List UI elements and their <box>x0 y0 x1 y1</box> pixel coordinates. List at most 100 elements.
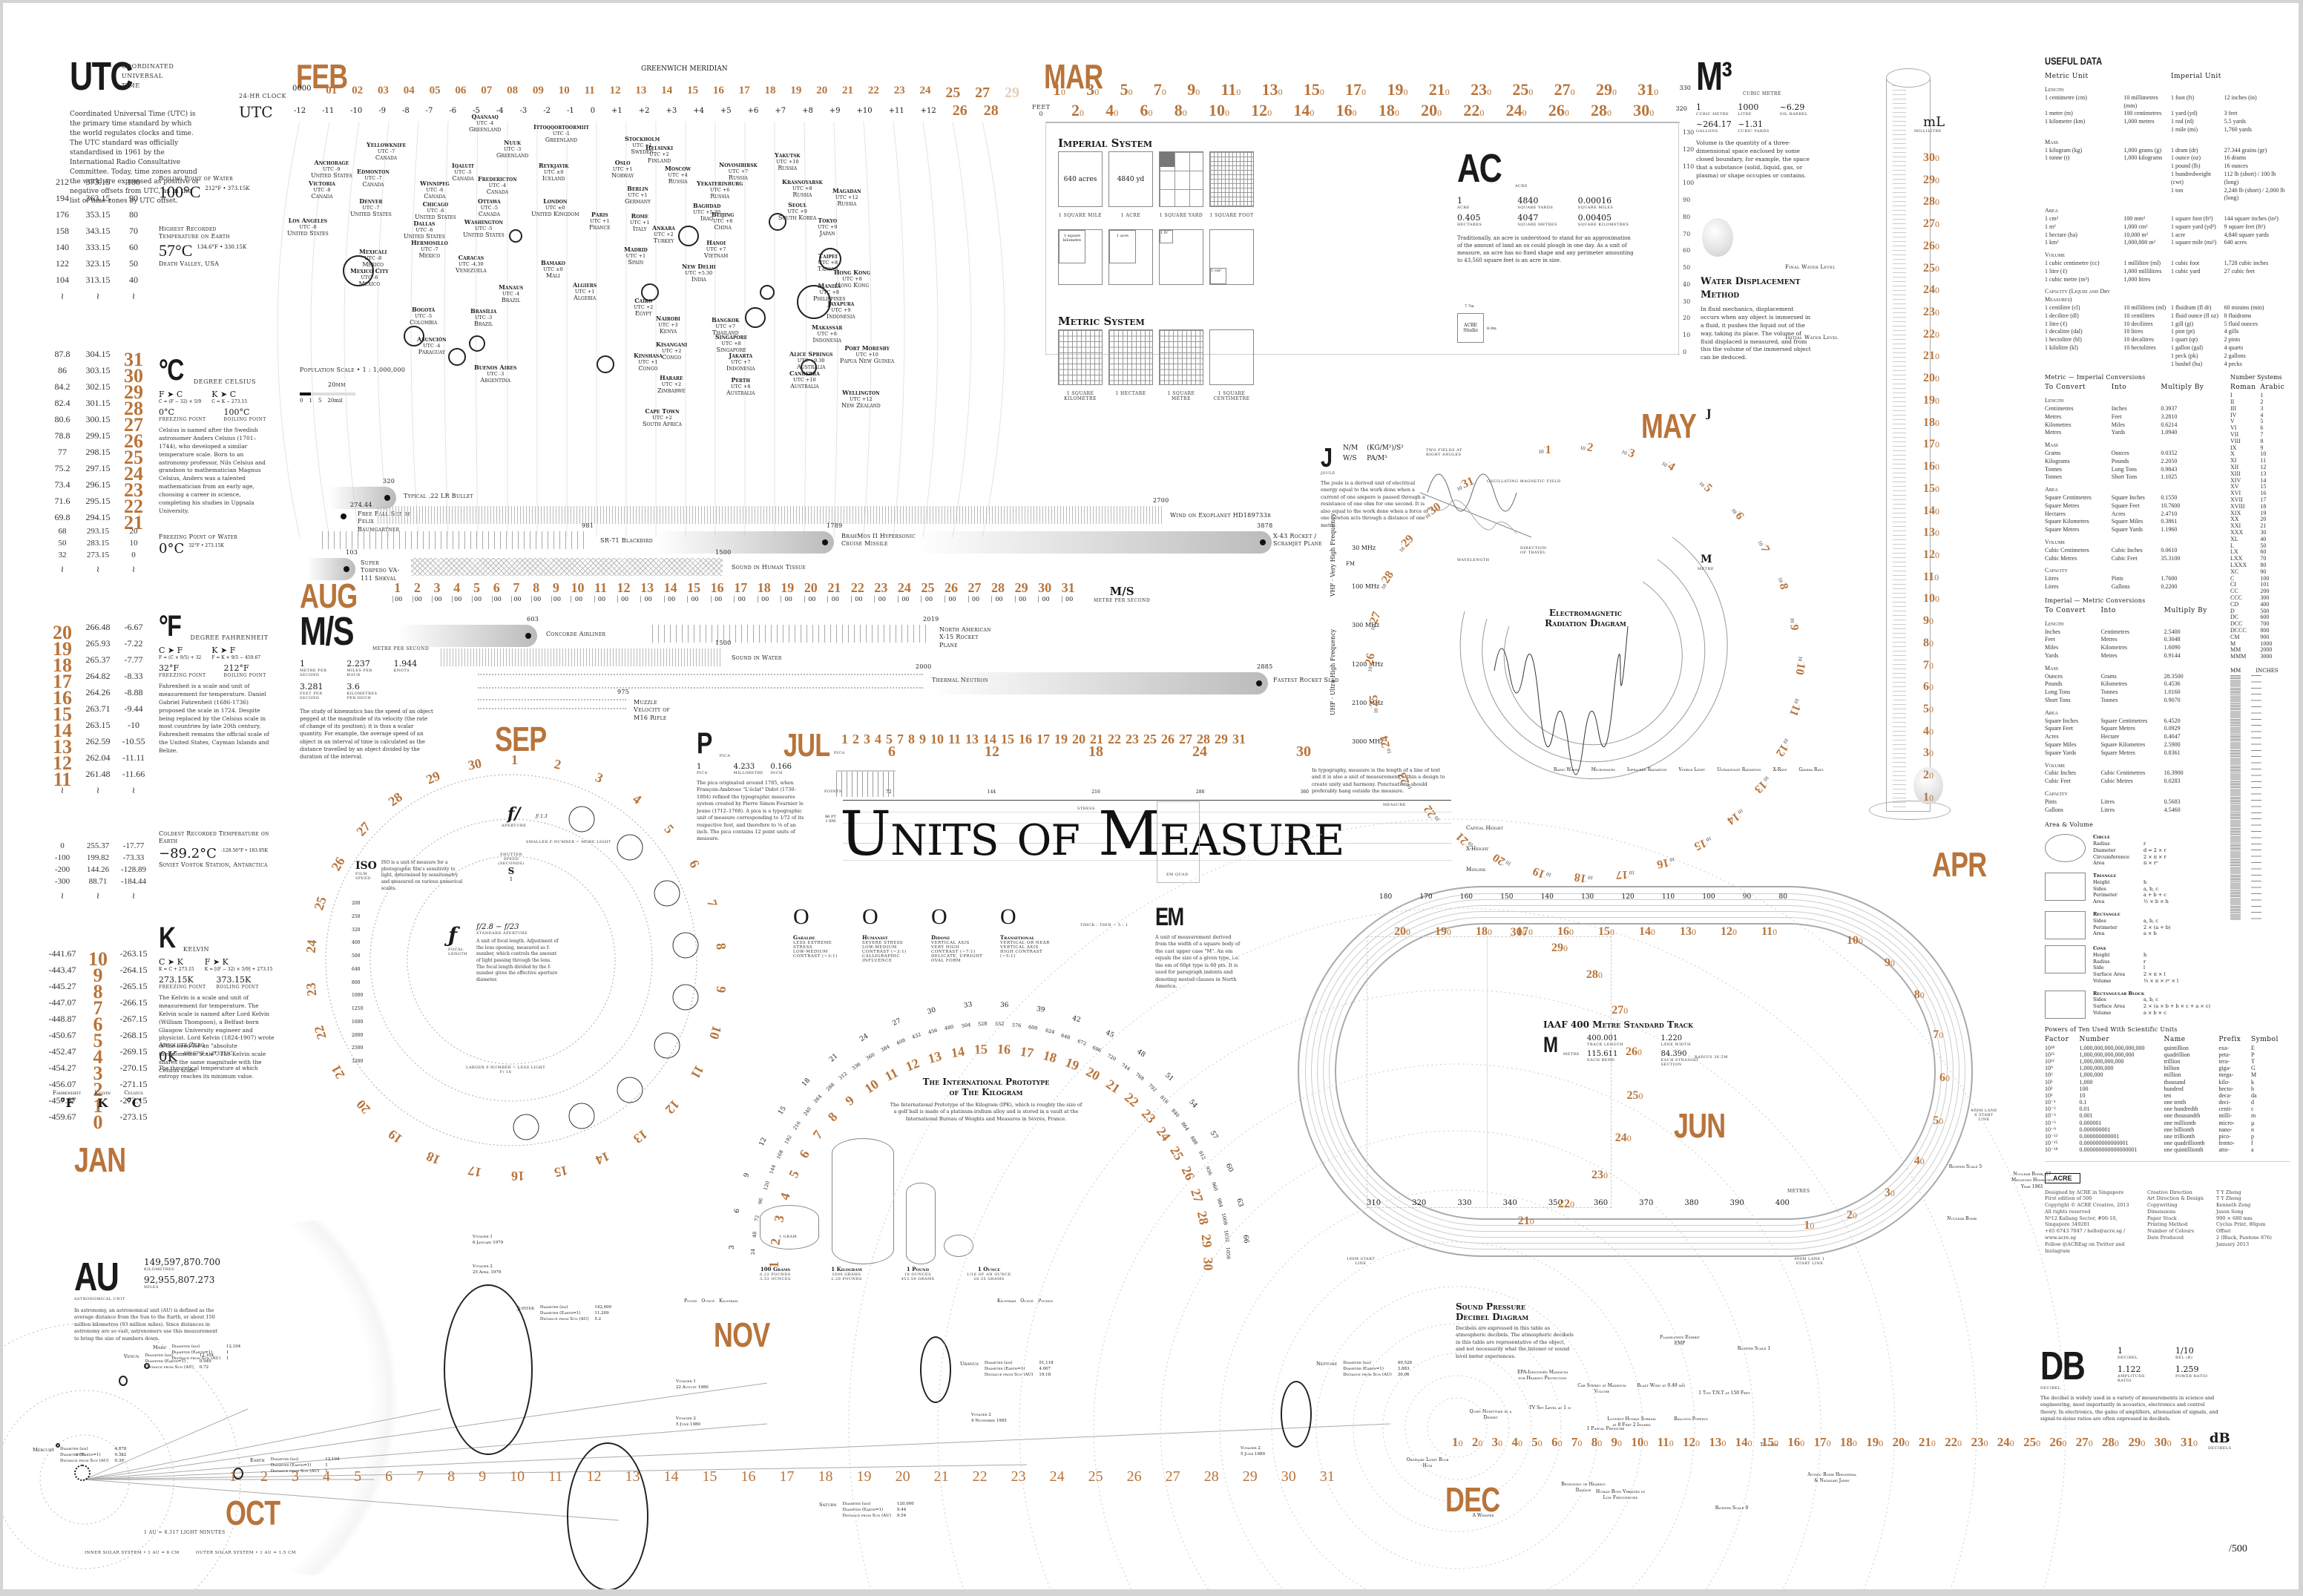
shape-icon <box>2045 945 2086 974</box>
fahrenheit-description: Fahrenheit is a scale and unit of measur… <box>159 683 269 754</box>
planet-stat-label: Diameter (km) <box>842 1502 871 1506</box>
conversion-cell: Square Metres <box>2100 725 2135 732</box>
numeral-cell: 40 <box>2260 535 2267 542</box>
coldest-temp-annotation: Coldest Recorded Temperature on Earth −8… <box>159 830 270 869</box>
temperature-cell: 78.8 <box>54 430 70 441</box>
unit-cell: 12 inches (in) <box>2224 93 2257 101</box>
numeral-cell: 600 <box>2260 614 2270 621</box>
square-km-label: 1 Square Kilometre <box>1064 391 1097 401</box>
sound-event: Balloon Popping <box>1674 1416 1708 1422</box>
cylinder-tick: 300 <box>1923 151 1939 164</box>
cylinder-tick: 140 <box>1923 504 1939 517</box>
points-tick: 72 <box>886 789 892 795</box>
temperature-cell: 100 <box>127 177 140 187</box>
unit-cell: 1 square mile (mi²) <box>2171 239 2217 246</box>
ounce-tick: 576 <box>1011 1022 1022 1029</box>
dec-tick-number: 29 <box>2128 1435 2141 1449</box>
city-circle-mexico-city <box>404 326 424 347</box>
numeral-cell: XV <box>2230 483 2239 490</box>
conversion-cell: 1.6090 <box>2164 644 2181 651</box>
numeral-cell: 19 <box>2260 509 2267 516</box>
unit-cell: 1,000 millilitres <box>2123 267 2162 275</box>
mar-bottom-tick: 240 <box>1505 101 1527 119</box>
city-circle-chicago <box>509 229 522 243</box>
month-feb: FEB <box>296 57 348 96</box>
jul-tick: 14 <box>983 732 997 746</box>
jun-tick-number: 9 <box>1884 956 1890 969</box>
unit-cell: 1 kilolitre (kl) <box>2045 344 2078 351</box>
temperature-cell: -269.15 <box>119 1046 148 1057</box>
city-country: Indonesia <box>812 337 841 344</box>
planet-stat-label: Distance from Sun (AU) <box>539 1316 589 1321</box>
ounce-tick: 864 <box>1180 1120 1191 1132</box>
volume-value-label: Cubic Yards <box>1738 129 1770 134</box>
kilogram-title-1: The International Prototype <box>922 1077 1050 1087</box>
f13-label: f/ 1.3 <box>536 814 548 819</box>
jun-tick: 230 <box>1591 1169 1608 1182</box>
db-value-label: Amplitude Ratio <box>2118 1374 2146 1383</box>
cylinder-tick-number: 4 <box>1923 724 1929 738</box>
dec-tick: 130 <box>1709 1435 1727 1449</box>
db-value-label: Decibel <box>2118 1356 2138 1360</box>
credit-line: 2 (Black, Pantone 876) <box>2216 1234 2272 1241</box>
city-offset: UTC +10 <box>793 377 816 383</box>
water-displacement-desc: In fluid mechanics, displacement occurs … <box>1701 306 1811 361</box>
unit-cell <box>2045 352 2123 361</box>
shape-formula: a, b, c <box>2143 885 2158 892</box>
temperature-cell: 88.71 <box>88 877 108 886</box>
city-circle-new-delhi <box>745 307 766 328</box>
may-joule-symbol: J <box>1706 408 1712 420</box>
utc-offset-tick: -2 <box>543 107 551 115</box>
utc-offset-tick: +8 <box>802 107 813 115</box>
planet-stat-value: 4.007 <box>1039 1366 1051 1371</box>
jun-tick-number: 15 <box>1598 925 1610 938</box>
jul-tick: 15 <box>1001 732 1015 746</box>
water-displacement-title: Water Displacement Method <box>1701 276 1801 301</box>
ounce-tick: 840 <box>1169 1107 1180 1118</box>
dec-tick-number: 22 <box>1945 1435 1958 1449</box>
ounce-tick: 672 <box>1076 1037 1088 1047</box>
mar-top-tick: 50 <box>1120 80 1133 99</box>
speed-label-m16: Muzzle Velocity of M16 Rifle <box>634 699 670 721</box>
may-tick-number: 16 <box>1655 856 1670 871</box>
aug-sub-tick: 00 <box>874 596 887 602</box>
utc-offset-tick: 26 <box>952 102 967 119</box>
planet-name: Earth <box>250 1457 265 1463</box>
powers-cell: peta- <box>2218 1051 2231 1058</box>
pound-tick: 30 <box>927 1006 937 1017</box>
credit-line: Creative Direction <box>2147 1189 2192 1195</box>
conversion-cell: Pounds <box>2111 457 2129 464</box>
city-offset: UTC +2 <box>661 381 682 387</box>
iso-label: Film Speed <box>355 872 371 881</box>
numeral-cell: 200 <box>2260 588 2270 595</box>
track-top-tick: 140 <box>1540 893 1554 901</box>
jun-tick: 80 <box>1913 988 1925 1002</box>
city-offset: UTC -7 <box>362 205 380 211</box>
conversion-cell: 0.0610 <box>2161 546 2178 554</box>
pica-axis-label: PICA <box>834 751 845 755</box>
kilogram-left-axis-label: Pound <box>684 1298 697 1304</box>
conversion-cell: 0.0283 <box>2164 778 2181 785</box>
sound-event: Blast Wind at 0.49 m/s <box>1637 1383 1686 1388</box>
planet-stat-label: Distance from Sun (AU) <box>60 1458 109 1463</box>
voyager-name: Voyager 2 <box>676 1416 696 1421</box>
focal-symbol: ƒ <box>448 923 458 948</box>
powers-cell: P <box>2251 1051 2255 1058</box>
unit-cell: 10 millilitres (ml) <box>2123 303 2166 311</box>
city-offset: UTC -4 <box>476 120 494 126</box>
ounce-tick: 384 <box>879 1043 891 1054</box>
jul-tick: 2 <box>852 732 859 746</box>
